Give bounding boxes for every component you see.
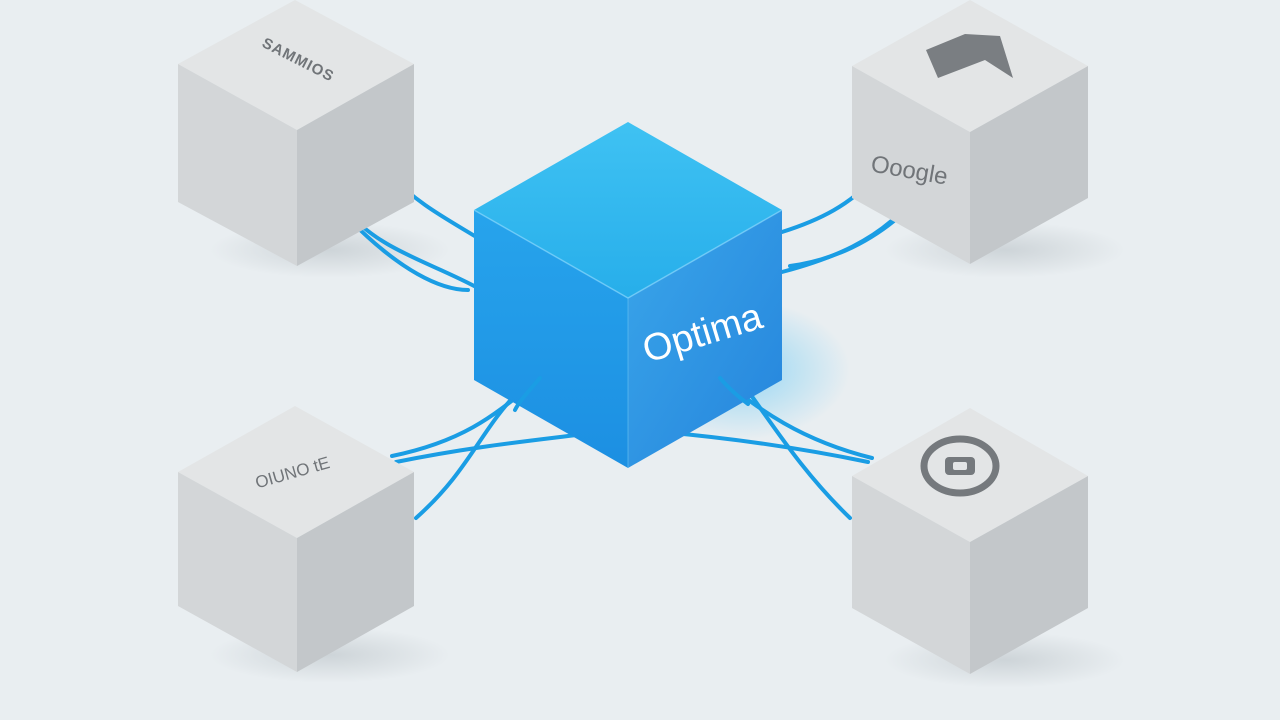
folded-paper-icon xyxy=(926,34,1013,78)
service-cube-bottom-left: OIUNO tE xyxy=(178,406,414,672)
service-cube-top-left: SAMMIOS xyxy=(178,0,414,266)
service-cube-bottom-right xyxy=(852,408,1088,674)
connector-bottom-left xyxy=(414,388,522,520)
connector-top-right xyxy=(788,214,902,268)
hub-cube: Optima xyxy=(473,122,783,468)
connector-bottom-right xyxy=(660,430,870,464)
connectors-front xyxy=(513,376,750,412)
service-cube-top-right: Ooogle xyxy=(852,0,1088,264)
connector-top-left xyxy=(350,220,470,292)
circle-badge-icon xyxy=(920,435,1000,497)
